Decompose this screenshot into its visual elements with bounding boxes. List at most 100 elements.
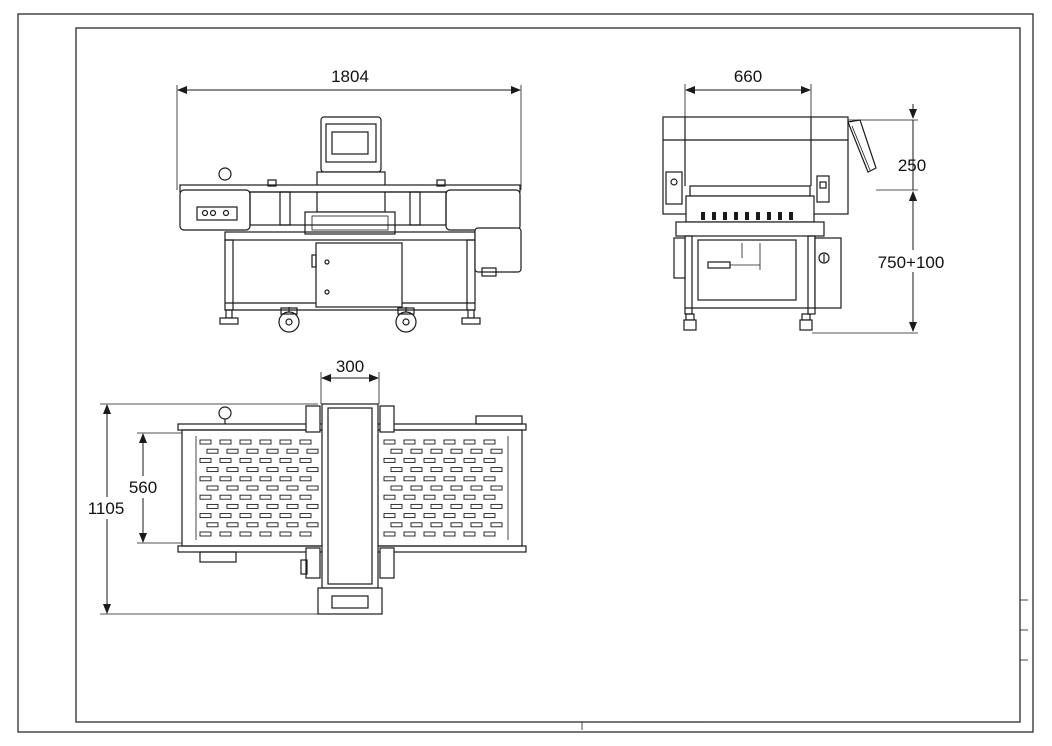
- belt-slot: [470, 503, 483, 509]
- belt-slot: [483, 476, 496, 482]
- belt-slot: [443, 457, 456, 463]
- belt-slot: [383, 513, 396, 519]
- belt-slot: [470, 485, 483, 491]
- belt-slot: [239, 476, 252, 482]
- belt-slot: [279, 476, 292, 482]
- dim-overall-width: 1105: [88, 499, 125, 518]
- belt-slot: [279, 439, 292, 445]
- belt-slot: [246, 448, 259, 454]
- belt-slot: [410, 448, 423, 454]
- dim-side-width: 660: [734, 67, 762, 86]
- belt-slot: [410, 503, 423, 509]
- belt-slot: [266, 448, 279, 454]
- belt-slot: [490, 522, 503, 528]
- belt-slot: [226, 522, 239, 528]
- belt-slot: [286, 485, 299, 491]
- belt-slot: [403, 531, 416, 537]
- belt-slot: [306, 503, 319, 509]
- belt-slot: [430, 485, 443, 491]
- belt-slot: [390, 467, 403, 473]
- belt-slot: [423, 476, 436, 482]
- belt-slot: [430, 467, 443, 473]
- belt-slot: [390, 503, 403, 509]
- drawing-frame: [75, 27, 1021, 723]
- belt-slot: [490, 448, 503, 454]
- belt-slot: [443, 494, 456, 500]
- belt-slot: [219, 439, 232, 445]
- front-view: 1804: [176, 67, 522, 333]
- belt-slot: [199, 476, 212, 482]
- belt-slot: [246, 503, 259, 509]
- belt-slot: [286, 522, 299, 528]
- belt-slot: [246, 467, 259, 473]
- belt-slot: [403, 457, 416, 463]
- belt-slot: [226, 485, 239, 491]
- belt-slot: [410, 467, 423, 473]
- belt-slot: [490, 467, 503, 473]
- belt-slot: [463, 513, 476, 519]
- belt-slot: [450, 467, 463, 473]
- belt-slot: [239, 457, 252, 463]
- belt-slot: [259, 457, 272, 463]
- belt-slot: [443, 513, 456, 519]
- side-view: 660: [662, 67, 946, 334]
- belt-slot: [430, 448, 443, 454]
- belt-slot: [383, 476, 396, 482]
- belt-slot: [490, 485, 503, 491]
- belt-slot: [383, 531, 396, 537]
- belt-slot: [206, 503, 219, 509]
- dim-belt-height: 750+100: [878, 253, 945, 272]
- belt-slot: [450, 522, 463, 528]
- belt-slot: [463, 531, 476, 537]
- dim-aperture-height: 250: [898, 156, 926, 175]
- belt-slot: [470, 522, 483, 528]
- belt-slot: [383, 457, 396, 463]
- belt-slot: [239, 513, 252, 519]
- belt-slot: [199, 457, 212, 463]
- belt-slot: [279, 513, 292, 519]
- belt-slot: [286, 467, 299, 473]
- belt-slot: [259, 439, 272, 445]
- belt-slot: [403, 513, 416, 519]
- belt-slot-pattern: [199, 439, 503, 537]
- belt-slot: [306, 485, 319, 491]
- belt-slot: [219, 476, 232, 482]
- belt-slot: [299, 457, 312, 463]
- belt-slot: [259, 476, 272, 482]
- belt-slot: [299, 439, 312, 445]
- belt-slot: [219, 513, 232, 519]
- belt-slot: [483, 439, 496, 445]
- belt-slot: [463, 439, 476, 445]
- belt-slot: [219, 457, 232, 463]
- belt-slot: [266, 467, 279, 473]
- belt-slot: [430, 522, 443, 528]
- belt-slot: [199, 439, 212, 445]
- belt-slot: [206, 522, 219, 528]
- belt-slot: [443, 476, 456, 482]
- belt-slot: [279, 457, 292, 463]
- belt-slot: [259, 531, 272, 537]
- belt-slot: [463, 457, 476, 463]
- belt-slot: [423, 513, 436, 519]
- belt-slot: [199, 531, 212, 537]
- belt-slot: [390, 522, 403, 528]
- dim-belt-width: 560: [129, 478, 157, 497]
- belt-slot: [219, 531, 232, 537]
- top-view: 300 1105 560: [82, 357, 527, 615]
- belt-slot: [279, 531, 292, 537]
- belt-slot: [286, 503, 299, 509]
- belt-slot: [199, 494, 212, 500]
- belt-slot: [483, 494, 496, 500]
- belt-slot: [299, 476, 312, 482]
- belt-slot: [246, 485, 259, 491]
- belt-slot: [206, 448, 219, 454]
- belt-slot: [423, 439, 436, 445]
- belt-slot: [463, 494, 476, 500]
- belt-slot: [259, 494, 272, 500]
- belt-slot: [410, 485, 423, 491]
- belt-slot: [266, 522, 279, 528]
- belt-slot: [483, 513, 496, 519]
- belt-slot: [206, 467, 219, 473]
- belt-slot: [403, 439, 416, 445]
